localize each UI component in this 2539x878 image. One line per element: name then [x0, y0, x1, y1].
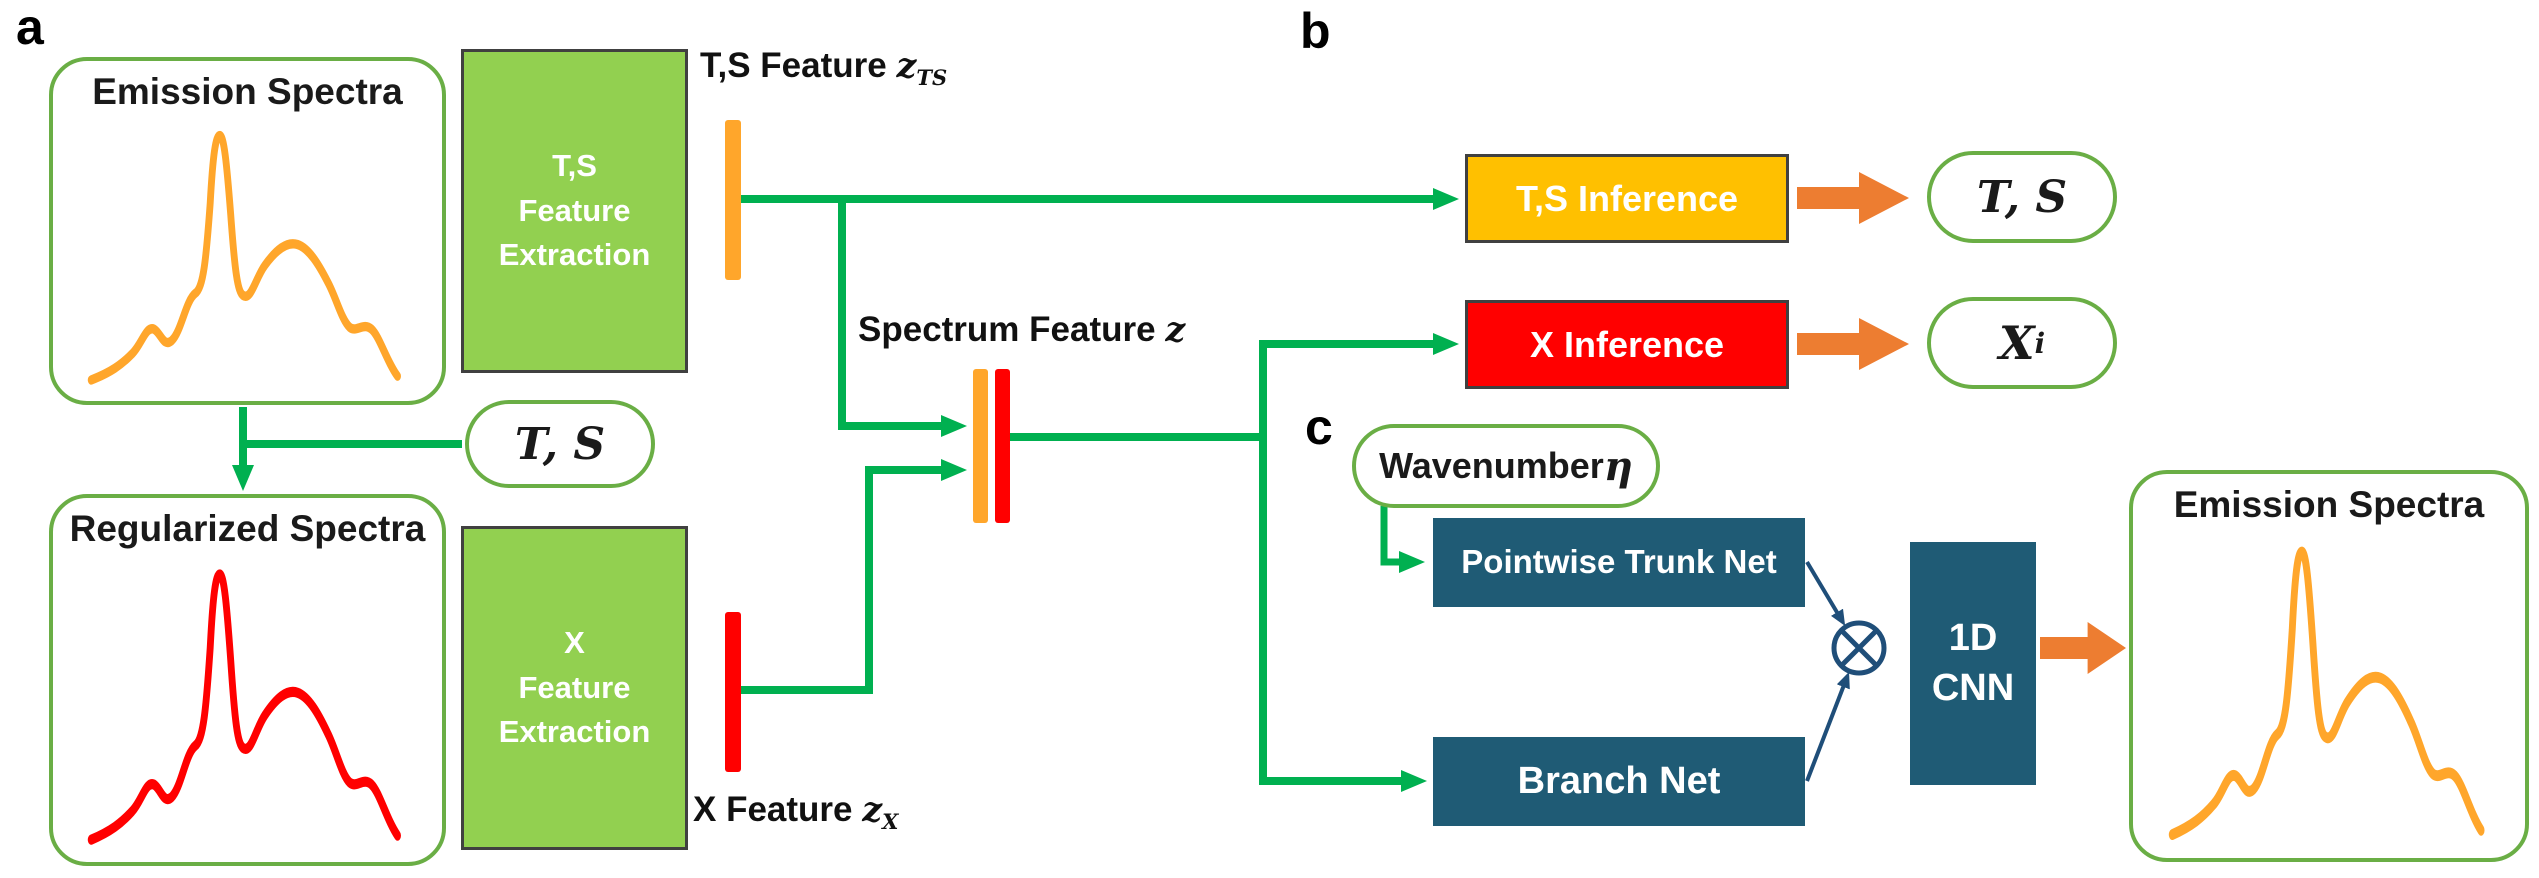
ts-feature-extraction-box: T,S Feature Extraction: [461, 49, 688, 373]
block-arrow-x-icon: [1797, 318, 1909, 370]
panel-label-b: b: [1300, 3, 1331, 59]
arrow-branch-to-multiply: [1805, 671, 1850, 782]
ts-parameter-oval: T, S: [465, 400, 655, 488]
spectrum-feature-bar-orange: [973, 369, 988, 523]
spectrum-feature-bar-red: [995, 369, 1010, 523]
cnn-box: 1D CNN: [1910, 542, 2036, 785]
emission-spectrum-curve: [88, 130, 402, 385]
wavenumber-oval: Wavenumber η: [1352, 424, 1660, 508]
ts-output-oval: T, S: [1927, 151, 2117, 243]
block-arrow-cnn-icon: [2040, 622, 2126, 674]
emission-spectra-title: Emission Spectra: [92, 71, 403, 112]
reconstructed-emission-spectra-title: Emission Spectra: [2173, 484, 2485, 525]
regularized-spectrum-curve: [88, 569, 402, 845]
arrow-trunk-to-multiply: [1805, 560, 1846, 627]
regularized-spectra-box: Regularized Spectra: [49, 494, 446, 866]
zx-feature-bar: [725, 612, 741, 772]
reconstructed-emission-spectrum-curve: [2168, 546, 2485, 841]
zts-feature-bar: [725, 120, 741, 280]
multiply-operator-icon: [1831, 620, 1887, 676]
pointwise-trunk-net-box: Pointwise Trunk Net: [1433, 518, 1805, 607]
panel-label-a: a: [16, 0, 44, 55]
arrow-z-to-x-inference: [1009, 333, 1459, 441]
spectrum-feature-label: Spectrum Feature z: [858, 309, 1186, 350]
x-inference-box: X Inference: [1465, 300, 1789, 389]
branch-net-box: Branch Net: [1433, 737, 1805, 826]
reconstructed-emission-spectra-box: Emission Spectra: [2129, 470, 2529, 862]
arrow-zx-to-spectrum-feature: [741, 459, 967, 694]
emission-spectra-box: Emission Spectra: [49, 57, 446, 405]
zx-feature-label: X Feature zX: [693, 789, 899, 834]
x-feature-extraction-box: X Feature Extraction: [461, 526, 688, 850]
ts-inference-box: T,S Inference: [1465, 154, 1789, 243]
block-arrow-ts-icon: [1797, 172, 1909, 224]
zts-feature-label: T,S Feature zTS: [700, 45, 948, 90]
arrow-wavenumber-to-trunk: [1380, 506, 1425, 573]
panel-label-c: c: [1305, 399, 1333, 455]
regularized-spectra-title: Regularized Spectra: [69, 508, 426, 549]
